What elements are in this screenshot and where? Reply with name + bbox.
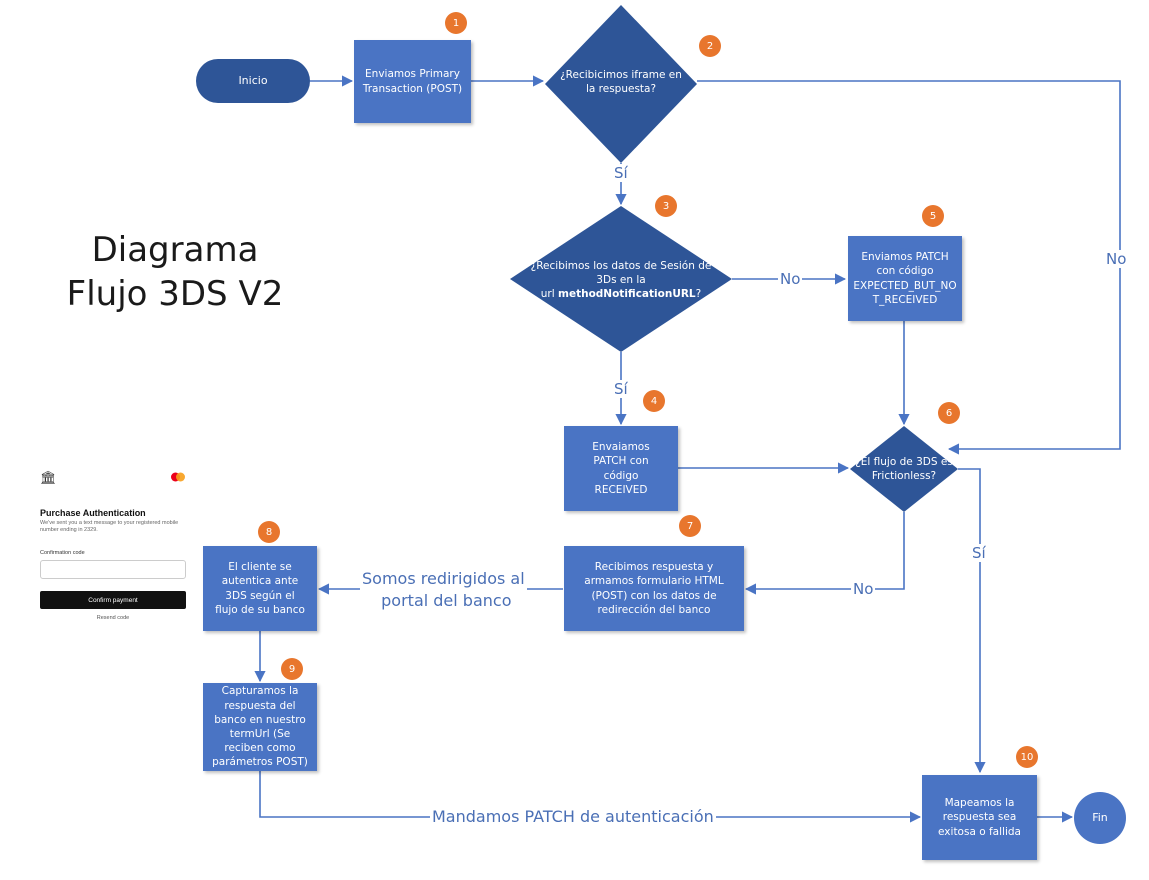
end-shape [1074, 792, 1126, 844]
label-no-3: No [778, 270, 803, 288]
step-1-text: Enviamos Primary Transaction (POST) [362, 68, 463, 95]
decision-2-shape [545, 5, 697, 163]
label-redirect-line-1: Somos redirigidos al [362, 569, 525, 588]
decision-2-text: ¿Recibicimos iframe en la respuesta? [560, 68, 682, 95]
decision-3-suffix: ? [695, 288, 702, 301]
label-redirect: Somos redirigidos al portal del banco [360, 568, 527, 612]
step-8-box: El cliente se autentica ante 3DS según e… [203, 546, 317, 631]
title-line-2: Flujo 3DS V2 [66, 274, 284, 315]
step-5-box: Enviamos PATCH con código EXPECTED_BUT_N… [848, 236, 962, 321]
start-label: Inicio [238, 73, 268, 87]
mastercard-logo-icon [171, 472, 185, 482]
confirm-payment-button[interactable]: Confirm payment [40, 591, 186, 609]
label-redirect-line-2: portal del banco [381, 590, 512, 610]
step-10-text: Mapeamos la respuesta sea exitosa o fall… [938, 797, 1021, 838]
confirmation-code-label: Confirmation code [40, 550, 85, 556]
step-7-text: Recibimos respuesta y armamos formulario… [584, 561, 724, 616]
mockup-subtext: We've sent you a text message to your re… [40, 520, 179, 534]
step-4-text: Envaiamos PATCH con código RECEIVED [592, 441, 650, 496]
decision-3-line-b: url methodNotificationURL? [541, 287, 701, 301]
diagram-title: Diagrama Flujo 3DS V2 [60, 228, 290, 316]
badge-3: 3 [655, 195, 677, 217]
edge-dec6-si [958, 468, 986, 774]
label-patch-auth: Mandamos PATCH de autenticación [430, 807, 716, 826]
decision-3-prefix: url [540, 288, 559, 301]
bank-icon: 🏛 [40, 470, 57, 485]
badge-10: 10 [1016, 746, 1038, 768]
label-si-2: Sí [612, 164, 630, 182]
step-4-box: Envaiamos PATCH con código RECEIVED [564, 426, 678, 511]
confirmation-code-input[interactable] [40, 560, 186, 579]
decision-6-text: ¿El flujo de 3DS es Frictionless? [855, 455, 953, 482]
payment-mockup: 🏛 Purchase Authentication We've sent you… [40, 470, 186, 630]
badge-6: 6 [938, 402, 960, 424]
badge-9: 9 [281, 658, 303, 680]
step-9-text: Capturamos la respuesta del banco en nue… [212, 685, 308, 769]
badge-1: 1 [445, 12, 467, 34]
label-no-6: No [851, 580, 876, 598]
step-7-box: Recibimos respuesta y armamos formulario… [564, 546, 744, 631]
label-no-2: No [1104, 250, 1129, 268]
decision-3-text: ¿Recibimos los datos de Sesión de 3Ds en… [528, 254, 714, 306]
label-si-6: Sí [970, 544, 988, 562]
decision-3-shape [510, 206, 732, 352]
step-1-box: Enviamos Primary Transaction (POST) [354, 40, 471, 123]
title-line-1: Diagrama [91, 230, 259, 270]
decision-3-line-a: ¿Recibimos los datos de Sesión de 3Ds en… [530, 259, 712, 286]
badge-7: 7 [679, 515, 701, 537]
label-si-3: Sí [612, 380, 630, 398]
step-9-box: Capturamos la respuesta del banco en nue… [203, 683, 317, 771]
badge-5: 5 [922, 205, 944, 227]
start-shape [196, 59, 310, 103]
step-8-text: El cliente se autentica ante 3DS según e… [215, 561, 305, 616]
resend-code-link[interactable]: Resend code [96, 615, 130, 621]
badge-2: 2 [699, 35, 721, 57]
mockup-heading: Purchase Authentication [40, 508, 146, 518]
badge-8: 8 [258, 521, 280, 543]
edge-dec6-no [744, 512, 905, 595]
decision-6-shape [850, 426, 958, 512]
end-label: Fin [1092, 810, 1108, 824]
badge-4: 4 [643, 390, 665, 412]
decision-3-bold: methodNotificationURL [558, 288, 696, 301]
step-5-text: Enviamos PATCH con código EXPECTED_BUT_N… [853, 251, 957, 306]
step-10-box: Mapeamos la respuesta sea exitosa o fall… [922, 775, 1037, 860]
